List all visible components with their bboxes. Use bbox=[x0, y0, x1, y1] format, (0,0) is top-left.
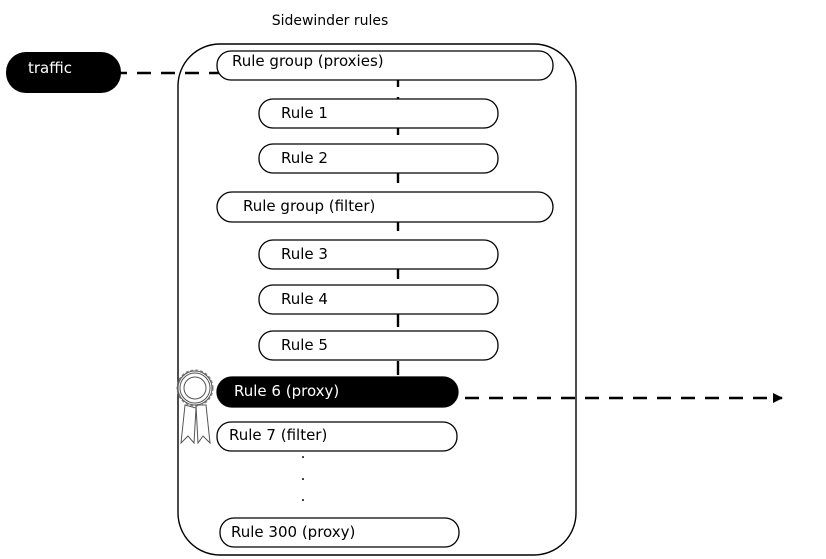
rule-5: Rule 5 bbox=[258, 330, 499, 361]
rule-6-label: Rule 6 (proxy) bbox=[234, 382, 339, 400]
rule-group-proxies-label: Rule group (proxies) bbox=[232, 52, 384, 70]
rule-1-label: Rule 1 bbox=[281, 104, 328, 122]
rule-group-filter: Rule group (filter) bbox=[216, 191, 554, 223]
rule-4-label: Rule 4 bbox=[281, 290, 328, 308]
rule-group-filter-label: Rule group (filter) bbox=[243, 197, 375, 215]
rule-1: Rule 1 bbox=[258, 98, 499, 129]
ellipsis-dot: . bbox=[301, 444, 306, 462]
ellipsis-dot: . bbox=[301, 466, 306, 484]
rule-300: Rule 300 (proxy) bbox=[219, 517, 460, 548]
rule-300-label: Rule 300 (proxy) bbox=[231, 523, 355, 541]
rule-2: Rule 2 bbox=[258, 143, 499, 174]
ellipsis-dot: . bbox=[301, 487, 306, 505]
traffic-label: traffic bbox=[28, 59, 72, 77]
diagram-title: Sidewinder rules bbox=[272, 13, 389, 29]
rule-7-label: Rule 7 (filter) bbox=[229, 426, 327, 444]
award-ribbon-icon bbox=[176, 369, 214, 445]
rule-2-label: Rule 2 bbox=[281, 149, 328, 167]
rule-7: Rule 7 (filter) bbox=[216, 421, 458, 452]
rule-3: Rule 3 bbox=[258, 239, 499, 270]
rule-4: Rule 4 bbox=[258, 284, 499, 315]
rule-group-proxies: Rule group (proxies) bbox=[216, 50, 554, 81]
rule-6-matched: Rule 6 (proxy) bbox=[216, 376, 459, 408]
rules-container bbox=[177, 43, 577, 556]
rule-5-label: Rule 5 bbox=[281, 336, 328, 354]
rule-3-label: Rule 3 bbox=[281, 245, 328, 263]
traffic-node: traffic bbox=[6, 52, 121, 93]
